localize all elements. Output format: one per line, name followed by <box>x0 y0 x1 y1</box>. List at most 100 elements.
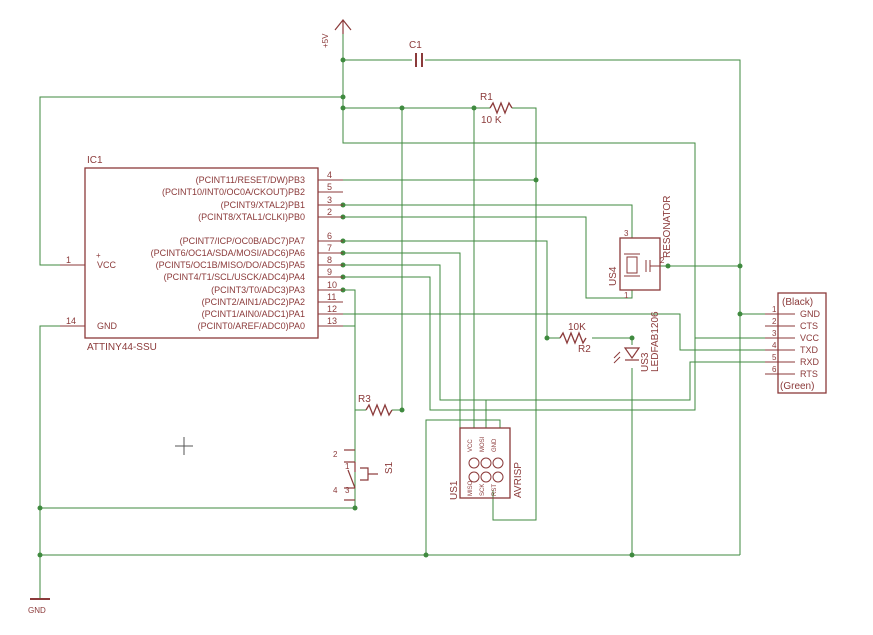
ftdi-pin-number: 5 <box>772 353 777 362</box>
s1-pin: 3 <box>345 486 350 495</box>
resonator-crystal-icon <box>626 256 638 274</box>
junction-dot <box>37 552 43 558</box>
wire-r1-rst <box>492 107 537 521</box>
junction-dot <box>737 263 743 269</box>
resonator-us4[interactable]: 3 2 1 RESONATOR US4 <box>608 196 673 300</box>
isp-top-label: VCC <box>468 439 474 452</box>
r1-zigzag-icon <box>489 101 513 115</box>
r2-zigzag-icon <box>559 331 587 345</box>
ic1-pin-name: GND <box>97 321 118 331</box>
gnd-symbol: GND <box>28 598 50 615</box>
switch-s1[interactable]: 2 1 4 3 S1 <box>333 449 395 501</box>
ic1-pin-name: (PCINT7/ICP/OC0B/ADC7)PA7 <box>180 236 305 246</box>
wire-pa7 <box>318 240 560 339</box>
capacitor-c1[interactable]: C1 <box>409 40 423 67</box>
ftdi-pin-name: TXD <box>800 345 819 355</box>
resonator-pin: 2 <box>660 256 665 265</box>
wire-r2-led <box>592 337 633 345</box>
wire-pb0 <box>318 216 633 299</box>
ic1-pin-name: (PCINT6/OC1A/SDA/MOSI/ADC6)PA6 <box>151 248 305 258</box>
ic1-pin-number: 10 <box>327 280 337 290</box>
ftdi-pin-number: 6 <box>772 365 777 374</box>
ic1-pin-number: 7 <box>327 243 332 253</box>
vcc-symbol: +5V <box>321 19 352 48</box>
gnd-label: GND <box>28 606 46 615</box>
isp-bottom-label: SCK <box>480 484 486 496</box>
junction-dot <box>340 94 346 100</box>
junction-dot <box>352 505 358 511</box>
junction-dot <box>340 105 346 111</box>
ic1-pin-name: (PCINT5/OC1B/MISO/DO/ADC5)PA5 <box>156 260 305 270</box>
junction-dot <box>544 335 550 341</box>
led-label: LEDFAB1206 <box>650 311 661 372</box>
r1-ref: R1 <box>480 92 493 103</box>
ic1-pin-name: (PCINT10/INT0/OC0A/CKOUT)PB2 <box>162 187 305 197</box>
isp-bottom-label: MISO <box>468 480 474 496</box>
resistor-r1[interactable]: R1 10 K <box>480 92 513 126</box>
ic1-pin-number: 12 <box>327 304 337 314</box>
ftdi-header-top: (Black) <box>782 297 813 308</box>
ic1-pin-number: 11 <box>327 292 336 302</box>
wire-isp-gnd <box>425 419 501 555</box>
isp-pin-icon <box>492 457 504 469</box>
wire-gnd-ic1 <box>39 325 85 598</box>
ic1-pin-name: (PCINT11/RESET/DW)PB3 <box>196 175 305 185</box>
ic1-pin-number: 9 <box>327 267 332 277</box>
ftdi-pin-number: 2 <box>772 317 777 326</box>
ftdi-pin-name: RXD <box>800 357 820 367</box>
r2-ref: R2 <box>578 344 591 355</box>
ic1-pin-number: 13 <box>327 316 337 326</box>
isp-pin-icon <box>492 471 504 483</box>
led-ray-icon <box>613 351 621 359</box>
wire-pa1 <box>318 313 775 351</box>
isp-pin-icon <box>468 471 480 483</box>
junction-dot <box>423 552 429 558</box>
r1-value: 10 K <box>481 115 502 126</box>
junction-dot <box>399 407 405 413</box>
ic1-pin-number: 14 <box>66 316 76 326</box>
ftdi-pin-name: GND <box>800 309 821 319</box>
ic1-pin-number: 5 <box>327 182 332 192</box>
r2-value: 10K <box>568 322 586 333</box>
isp-label: AVRISP <box>513 462 524 498</box>
ic1-part: ATTINY44-SSU <box>87 342 157 353</box>
junctions <box>37 57 743 558</box>
ic1-pin-name: VCC <box>97 260 117 270</box>
junction-dot <box>471 105 477 111</box>
resonator-label: RESONATOR <box>662 196 673 258</box>
ftdi-pin-name: CTS <box>800 321 818 331</box>
junction-dot <box>629 552 635 558</box>
resistor-r2[interactable]: 10K R2 <box>559 322 591 355</box>
ic1-pin-number: 6 <box>327 231 332 241</box>
junction-dot <box>665 263 671 269</box>
resonator-ref: US4 <box>608 266 619 286</box>
ftdi-header-bottom: (Green) <box>780 381 814 392</box>
s1-ref: S1 <box>384 461 395 474</box>
isp-header-us1[interactable]: VCC MOSI GND MISO SCK RST AVRISP US1 <box>449 427 524 500</box>
wire-pa4 <box>318 276 431 410</box>
led-ray-icon <box>613 356 621 364</box>
wire-pb1 <box>318 204 633 238</box>
isp-body <box>459 427 511 499</box>
resonator-body <box>619 237 661 291</box>
ftdi-pin-name: VCC <box>800 333 820 343</box>
ic1-pin-number: 2 <box>327 207 332 217</box>
resistor-r3[interactable]: R3 <box>358 394 393 417</box>
ic1-pin-number: 4 <box>327 170 332 180</box>
led-us3[interactable]: US3 LEDFAB1206 <box>613 311 661 372</box>
ic1-right-pins: 4 (PCINT11/RESET/DW)PB3 5 (PCINT10/INT0/OC0… <box>151 170 343 331</box>
wire-pa0 <box>318 325 356 510</box>
junction-dot <box>533 177 539 183</box>
ic1-vcc-plus-icon: + <box>96 251 101 260</box>
ic1-pin-name: (PCINT0/AREF/ADC0)PA0 <box>198 321 305 331</box>
resonator-pin: 1 <box>624 291 629 300</box>
isp-pin-icon <box>480 471 492 483</box>
ic1-pin-name: (PCINT9/XTAL2)PB1 <box>221 200 305 210</box>
wires <box>39 30 775 598</box>
ftdi-body <box>777 292 827 394</box>
junction-dot <box>737 311 743 317</box>
